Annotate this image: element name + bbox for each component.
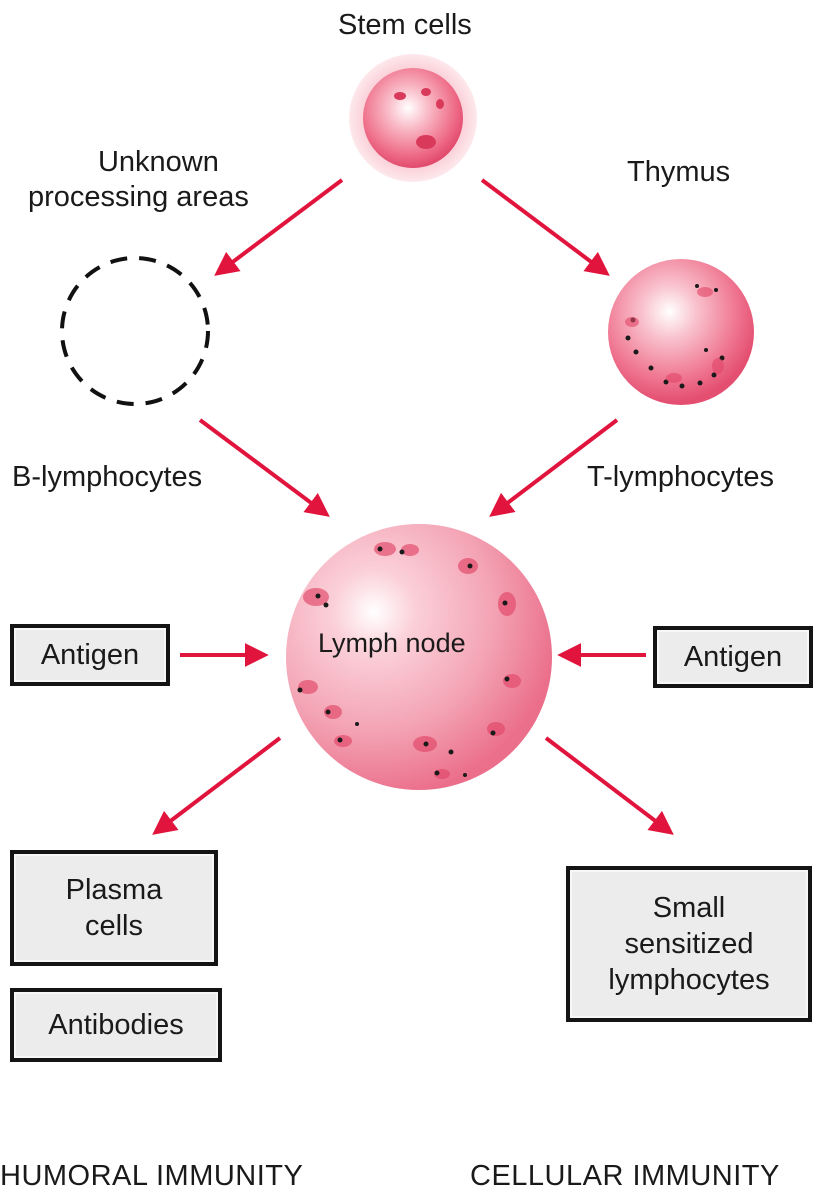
antibodies-box: Antibodies [10, 988, 222, 1062]
humoral-immunity-label: HUMORAL IMMUNITY [0, 1160, 304, 1192]
antigen-left-box: Antigen [10, 624, 170, 686]
unknown-processing-line-2: processing areas [28, 181, 249, 214]
arrow-stem-to-thymus [480, 178, 610, 276]
stem-cells-label: Stem cells [338, 9, 472, 41]
unknown-processing-circle [60, 256, 210, 406]
thymus-label: Thymus [627, 156, 731, 188]
plasma-cells-box: Plasma cells [10, 850, 218, 966]
small-sensitized-line-2: sensitized [624, 927, 754, 960]
thymus-cell [608, 259, 754, 405]
antibodies-text: Antibodies [48, 1008, 184, 1041]
b-lymphocytes-label: B-lymphocytes [12, 461, 203, 493]
plasma-cells-line-1: Plasma [65, 873, 163, 906]
antigen-left-text: Antigen [40, 638, 140, 671]
unknown-processing-label: Unknown processing areas [28, 145, 249, 216]
antigen-right-box: Antigen [653, 626, 813, 688]
small-sensitized-box: Small sensitized lymphocytes [566, 866, 812, 1022]
arrow-b-lymph-to-node [198, 418, 330, 517]
unknown-processing-line-1: Unknown [97, 146, 219, 178]
antigen-right-text: Antigen [683, 640, 783, 673]
t-lymphocytes-label: T-lymphocytes [587, 461, 774, 493]
small-sensitized-line-1: Small [652, 891, 726, 924]
plasma-cells-line-2: cells [84, 910, 143, 942]
lymph-node-label: Lymph node [318, 628, 466, 658]
stem-cell [349, 54, 477, 182]
cellular-immunity-label: CELLULAR IMMUNITY [470, 1160, 780, 1192]
arrow-t-lymph-to-node [489, 418, 619, 517]
arrow-node-to-sensitized [544, 736, 674, 835]
arrow-node-to-plasma [152, 736, 282, 835]
arrow-stem-to-unknown [214, 178, 344, 276]
small-sensitized-line-3: lymphocytes [608, 964, 770, 997]
lymph-node-cell [286, 524, 552, 790]
